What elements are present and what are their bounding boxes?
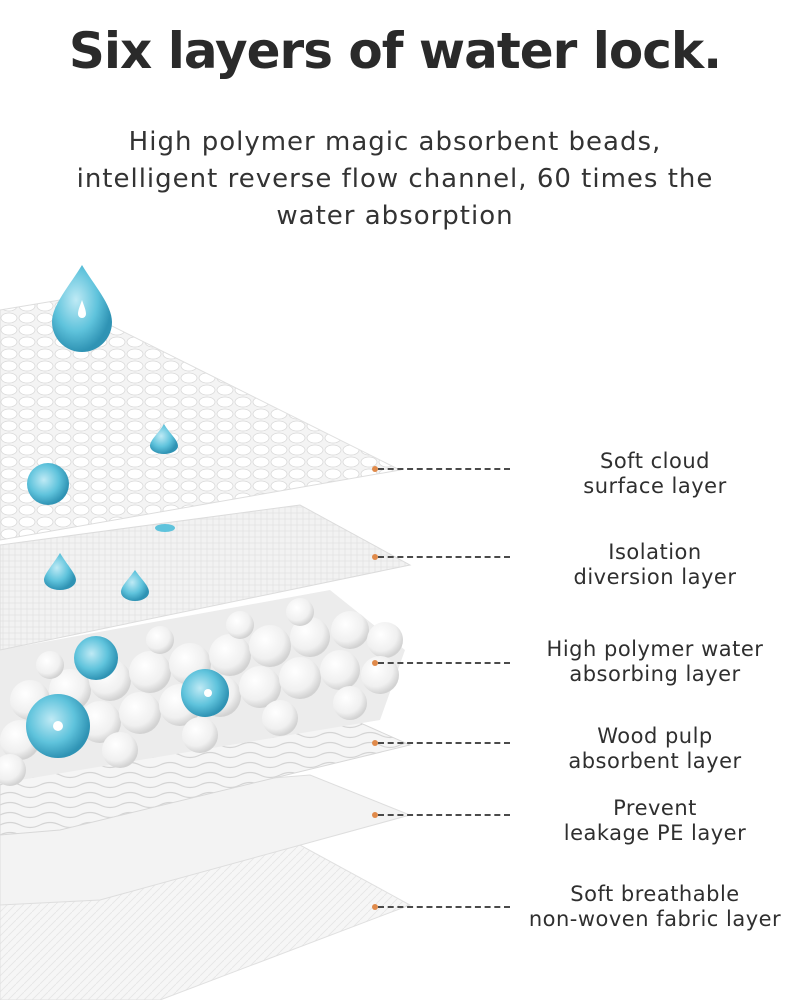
layer-label-line: Isolation [608, 540, 702, 564]
leader-line [378, 556, 510, 558]
layer-label-line: High polymer water [546, 637, 764, 661]
water-drop-icon [150, 424, 178, 454]
layer-label-line: leakage PE layer [563, 821, 747, 845]
water-drop-icon [44, 553, 76, 590]
leader-dot [372, 904, 378, 910]
layer-label-line: Wood pulp [597, 724, 713, 748]
leader-dot [372, 740, 378, 746]
layer-label-line: absorbent layer [568, 749, 742, 773]
layer-polymer-beads [0, 590, 405, 786]
subtitle-line-1: High polymer magic absorbent beads, [128, 127, 662, 157]
water-bead-icon [74, 636, 118, 680]
water-drop-icon [121, 570, 149, 601]
layer-label-line: surface layer [583, 474, 727, 498]
layer-label-pe: Prevent leakage PE layer [520, 796, 790, 846]
layer-label-line: diversion layer [573, 565, 737, 589]
layer-label-line: Soft cloud [600, 449, 710, 473]
page-title: Six layers of water lock. [68, 22, 722, 80]
layer-label-wood-pulp: Wood pulp absorbent layer [520, 724, 790, 774]
leader-line [378, 814, 510, 816]
layer-label-line: non-woven fabric layer [528, 907, 782, 931]
layer-isolation [0, 504, 412, 651]
layer-label-line: Soft breathable [570, 882, 740, 906]
layer-surface [0, 299, 402, 541]
leader-line [378, 468, 510, 470]
subtitle: High polymer magic absorbent beads, inte… [40, 124, 750, 235]
leader-line [378, 906, 510, 908]
subtitle-line-3: water absorption [276, 201, 514, 231]
layer-label-soft-cloud: Soft cloud surface layer [520, 449, 790, 499]
layer-label-line: Prevent [613, 796, 697, 820]
leader-line [378, 662, 510, 664]
leader-dot [372, 466, 378, 472]
leader-dot [372, 554, 378, 560]
leader-dot [372, 660, 378, 666]
layers-illustration [0, 265, 412, 1000]
water-bead-icon [27, 463, 69, 505]
leader-line [378, 742, 510, 744]
layer-label-polymer: High polymer water absorbing layer [520, 637, 790, 687]
layer-label-nonwoven: Soft breathable non-woven fabric layer [520, 882, 790, 932]
leader-dot [372, 812, 378, 818]
layer-label-line: absorbing layer [569, 662, 741, 686]
subtitle-line-2: intelligent reverse flow channel, 60 tim… [76, 164, 714, 194]
layer-label-isolation: Isolation diversion layer [520, 540, 790, 590]
